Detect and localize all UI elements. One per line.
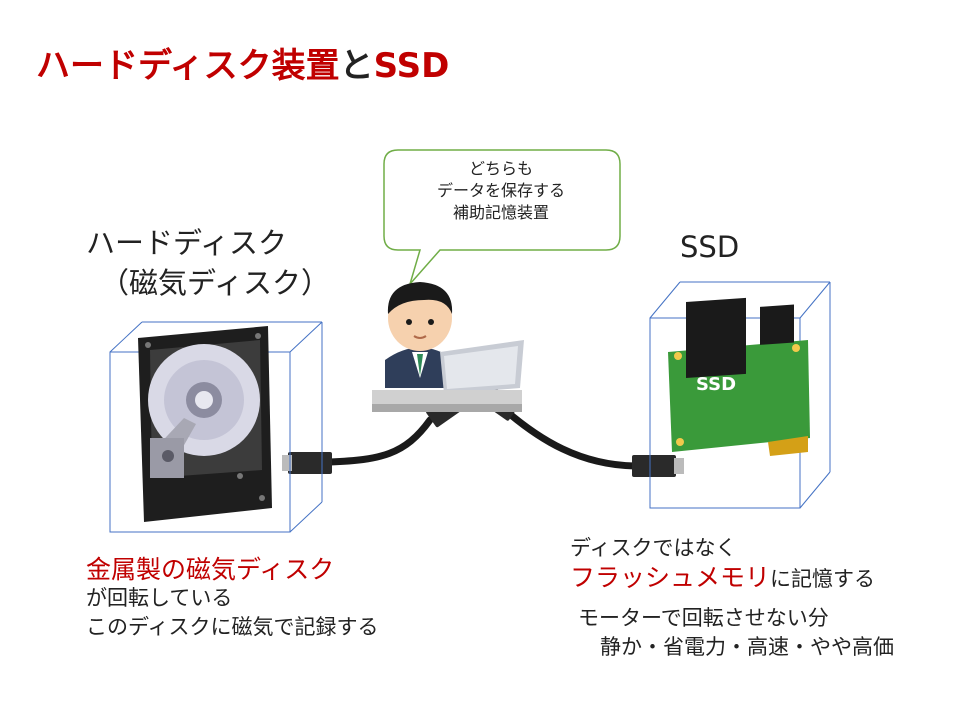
hdd-desc-highlight: 金属製の磁気ディスク bbox=[86, 555, 335, 584]
ssd-label: SSD bbox=[680, 230, 740, 264]
title-part-ssd: SSD bbox=[373, 46, 450, 86]
title-part-and: と bbox=[339, 46, 374, 86]
ssd-desc-line-1: ディスクではなく bbox=[570, 536, 737, 560]
hdd-label: ハードディスク bbox=[86, 226, 287, 260]
ssd-desc-highlight: フラッシュメモリ bbox=[570, 563, 771, 592]
ssd-chip-text: SSD bbox=[696, 374, 736, 395]
hdd-description: 金属製の磁気ディスク が回転している このディスクに磁気で記録する bbox=[86, 555, 379, 642]
ssd-desc-suffix: に記憶する bbox=[770, 567, 876, 591]
bubble-text: どちらも データを保存する 補助記憶装置 bbox=[384, 158, 618, 224]
ssd-desc-line-4: 静か・省電力・高速・やや高価 bbox=[600, 635, 894, 659]
bubble-line-1: どちらも bbox=[468, 159, 533, 178]
hdd-box-outline bbox=[109, 321, 323, 533]
hdd-sublabel: （磁気ディスク） bbox=[100, 266, 330, 300]
ssd-description: ディスクではなく フラッシュメモリに記憶する bbox=[570, 534, 875, 594]
bubble-line-2: データを保存する bbox=[436, 181, 565, 200]
page-title: ハードディスク装置とSSD bbox=[36, 46, 449, 87]
ssd-desc-line-3: モーターで回転させない分 bbox=[578, 606, 829, 630]
speech-bubble bbox=[383, 149, 621, 285]
laptop-icon bbox=[372, 340, 524, 412]
hdd-desc-line-2: が回転している bbox=[86, 586, 233, 610]
bubble-line-3: 補助記憶装置 bbox=[452, 203, 549, 222]
office-worker-icon bbox=[385, 282, 455, 388]
hdd-desc-line-3: このディスクに磁気で記録する bbox=[86, 615, 379, 639]
ssd-features: モーターで回転させない分 静か・省電力・高速・やや高価 bbox=[578, 604, 894, 662]
hard-disk-icon bbox=[138, 326, 272, 522]
ssd-card-icon: SSD bbox=[668, 297, 810, 456]
title-part-hdd: ハードディスク装置 bbox=[36, 46, 340, 86]
